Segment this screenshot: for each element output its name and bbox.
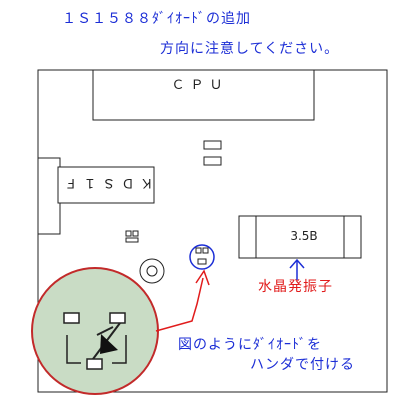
diode-location-marker	[189, 244, 215, 270]
instruction-line-2: ハンダで付ける	[250, 357, 355, 373]
diode-cathode-bar	[96, 326, 114, 336]
diode-location-pad	[197, 258, 207, 265]
small-component-pad	[125, 237, 139, 243]
round-component-inner	[146, 265, 158, 277]
pad-upper	[203, 140, 222, 150]
cpu-chip	[92, 69, 315, 121]
connector-label: ＫＤＳ１Ｆ	[58, 175, 154, 190]
pad-lower	[203, 156, 222, 166]
connector-kds1f	[57, 166, 155, 204]
zoom-pad-left	[63, 312, 80, 324]
header-subtitle: 方向に注意してください。	[160, 41, 340, 57]
cpu-label: ＣＰＵ	[171, 78, 229, 93]
diode-location-pad	[195, 247, 202, 254]
diode-location-pad	[202, 247, 209, 254]
zoom-pad-right	[109, 312, 126, 324]
zoom-circle	[31, 267, 159, 395]
crystal-oscillator	[238, 215, 362, 259]
zoom-bracket-left	[66, 335, 81, 364]
crystal-note: 水晶発振子	[258, 279, 333, 295]
instruction-line-1: 図のようにﾀﾞｲｵｰﾄﾞを	[178, 337, 322, 353]
zoom-arrow-head	[195, 269, 210, 286]
zoom-arrow-line	[155, 277, 204, 332]
header-title: １Ｓ１５８８ﾀﾞｲｵｰﾄﾞの追加	[62, 11, 251, 27]
diode-symbol	[100, 334, 118, 354]
zoom-pad-bottom	[86, 358, 103, 370]
small-component-pad	[125, 230, 132, 237]
connector-body	[37, 157, 61, 235]
crystal-label: 3.5B	[290, 229, 318, 243]
zoom-bracket-right	[112, 335, 127, 364]
small-component-pad	[132, 230, 139, 237]
crystal-arrow-head	[289, 258, 305, 269]
